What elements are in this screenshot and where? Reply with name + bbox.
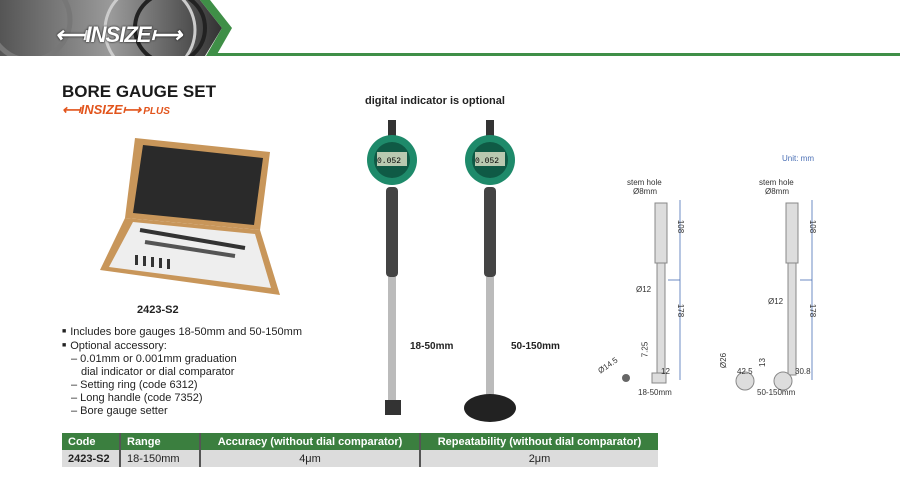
cell-accuracy: 4μm (200, 450, 421, 467)
insize-plus-logo: ⟻INSIZE⟼PLUS (62, 102, 170, 117)
caption-18-50: 18-50mm (638, 388, 672, 397)
gauge-large (464, 120, 516, 422)
dim-108: 108 (676, 219, 686, 234)
cell-code: 2423-S2 (62, 450, 121, 467)
table-header: Code Range Accuracy (without dial compar… (62, 433, 658, 450)
dim-phi26: Ø26 (719, 352, 729, 369)
product-title: BORE GAUGE SET (62, 82, 216, 101)
feature-item: Optional accessory: (62, 339, 302, 353)
dim-42-5: 42.5 (737, 367, 753, 376)
dim-178: 178 (808, 303, 818, 318)
unit-label: Unit: mm (782, 154, 814, 163)
dimension-drawings (622, 200, 813, 391)
col-range: Range (120, 433, 201, 450)
feature-item: – Long handle (code 7352) (71, 392, 203, 404)
stem-dia-label: Ø8mm (633, 187, 657, 196)
spec-table: Code Range Accuracy (without dial compar… (62, 433, 658, 467)
header-divider (214, 53, 900, 56)
label-18-50: 18-50mm (410, 341, 454, 352)
feature-item: dial indicator or dial comparator (81, 366, 235, 378)
dim-13: 13 (757, 358, 767, 367)
stem-dia-label: Ø8mm (765, 187, 789, 196)
cell-range: 18-150mm (120, 450, 201, 467)
bore-gauges-photo: 0.052 0.052 (367, 120, 516, 422)
brand-logo: ⟻INSIZE⟼ (55, 22, 182, 47)
indicator-display: 0.052 (475, 157, 499, 166)
feature-list: Includes bore gauges 18-50mm and 50-150m… (62, 325, 302, 418)
col-accuracy: Accuracy (without dial comparator) (200, 433, 421, 450)
stem-hole-label: stem hole (759, 178, 794, 187)
gauge-small (367, 120, 417, 415)
indicator-display: 0.052 (377, 157, 401, 166)
dim-30-8: 30.8 (795, 367, 811, 376)
feature-item: Includes bore gauges 18-50mm and 50-150m… (62, 325, 302, 339)
col-code: Code (62, 433, 121, 450)
feature-item: – Bore gauge setter (71, 405, 168, 417)
table-row: 2423-S2 18-150mm 4μm 2μm (62, 450, 658, 467)
product-code: 2423-S2 (137, 304, 179, 316)
dim-7-25: 7.25 (640, 341, 650, 358)
case-image (100, 138, 280, 295)
feature-item: – Setting ring (code 6312) (71, 379, 198, 391)
dim-phi12: Ø12 (768, 297, 784, 306)
dim-phi12: Ø12 (636, 285, 652, 294)
label-50-150: 50-150mm (511, 341, 560, 352)
header-banner (0, 0, 232, 56)
dim-178: 178 (676, 303, 686, 318)
caption-50-150: 50-150mm (757, 388, 796, 397)
cell-repeatability: 2μm (420, 450, 658, 467)
col-repeatability: Repeatability (without dial comparator) (420, 433, 658, 450)
stem-hole-label: stem hole (627, 178, 662, 187)
feature-item: – 0.01mm or 0.001mm graduation (71, 353, 237, 365)
dim-108: 108 (808, 219, 818, 234)
dim-12: 12 (661, 367, 670, 376)
optional-note: digital indicator is optional (365, 95, 505, 107)
